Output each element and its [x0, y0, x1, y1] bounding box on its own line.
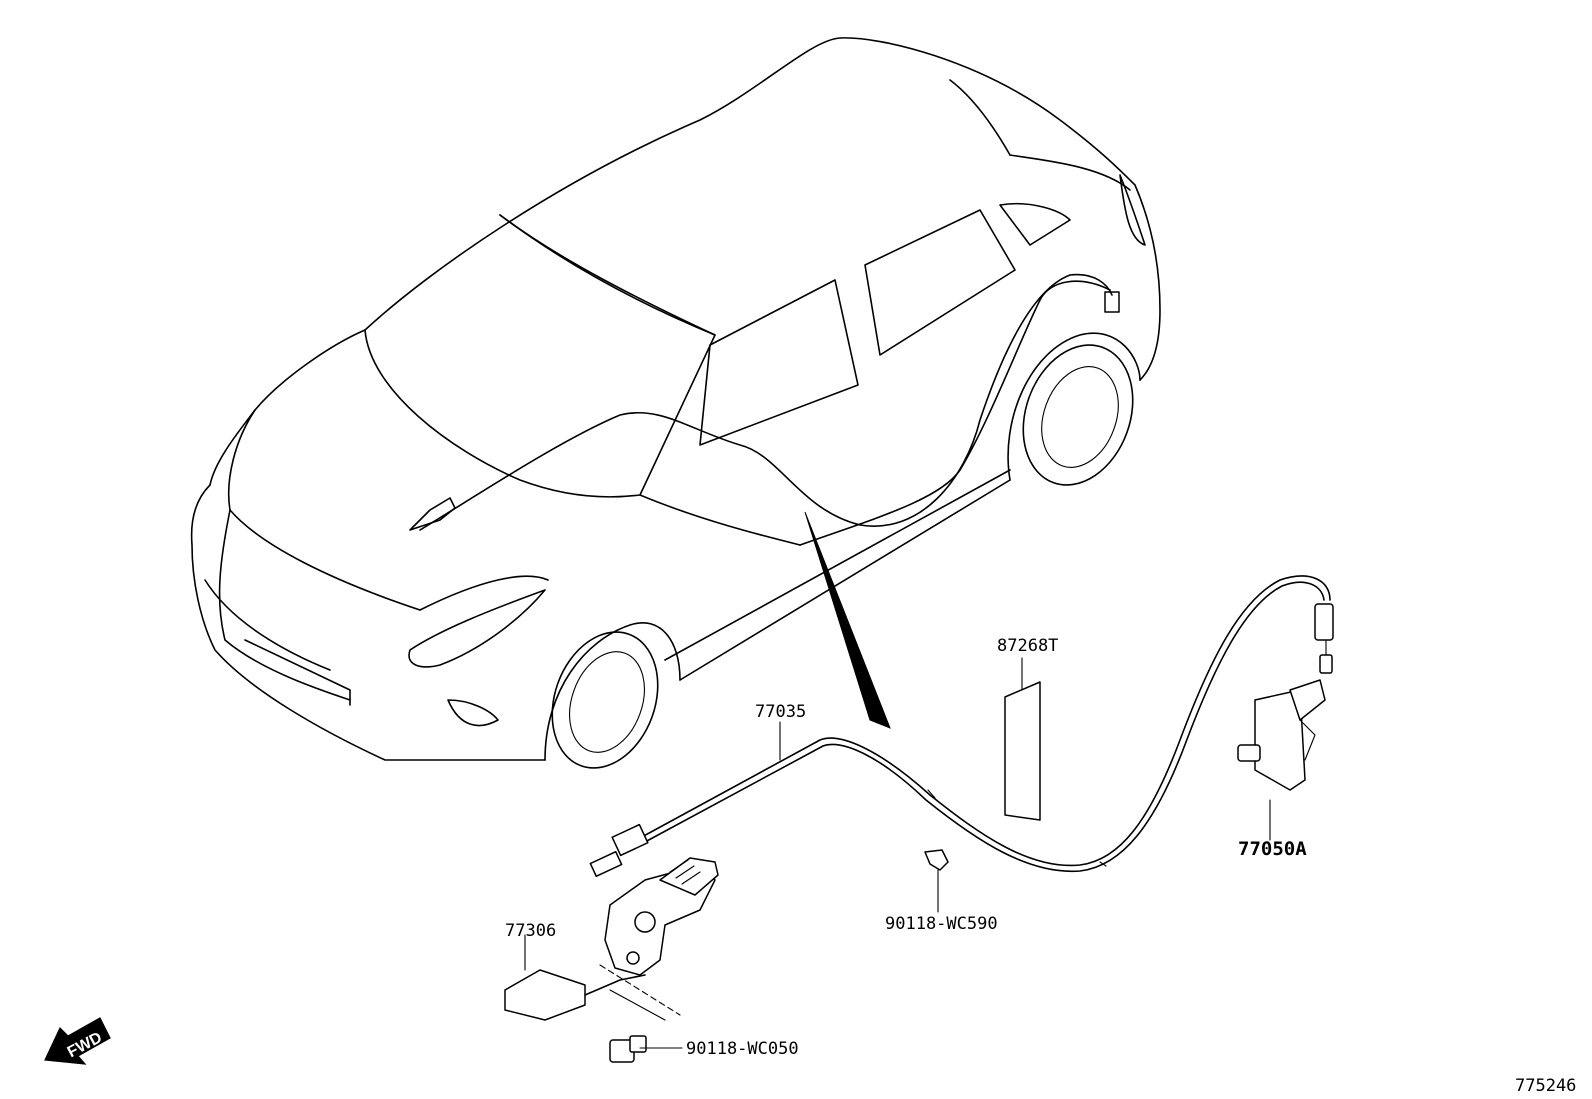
- hood-latch: [504, 857, 719, 1021]
- pointer-wedge: [804, 511, 891, 729]
- callout-label-plate: 87268T: [997, 636, 1058, 656]
- callout-clip: 90118-WC590: [885, 914, 998, 934]
- bolt: [609, 1035, 683, 1063]
- callout-lever-assembly: 77050A: [1238, 838, 1307, 860]
- vehicle-outline: [190, 37, 1161, 769]
- callout-release-cable: 77035: [755, 702, 806, 722]
- leader-lines: [524, 721, 939, 1016]
- lever-assembly: [1237, 679, 1326, 841]
- callout-bolt: 90118-WC050: [686, 1039, 799, 1059]
- clip: [924, 849, 949, 871]
- release-cable: [589, 575, 1334, 878]
- label-plate: [1004, 657, 1041, 821]
- fwd-arrow-icon: FWD: [44, 1017, 111, 1065]
- diagram-number: 775246: [1515, 1076, 1576, 1096]
- callout-latch: 77306: [505, 921, 556, 941]
